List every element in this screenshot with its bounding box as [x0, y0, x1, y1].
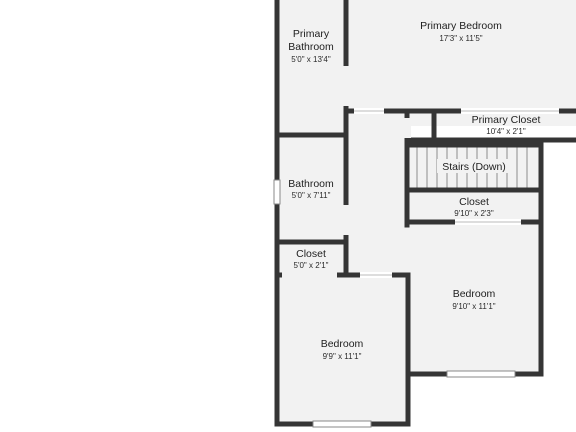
floor-main [277, 0, 576, 112]
door-primary-bath [343, 66, 349, 106]
door-hall-to-stairs [404, 118, 411, 138]
label-bedroom-left: Bedroom [321, 338, 364, 350]
floor-left-column [277, 110, 409, 426]
door-closet-left [282, 272, 337, 278]
window-bed-right [446, 370, 516, 378]
dim-bedroom-right: 9'10" x 11'1" [452, 302, 495, 311]
label-primary-bathroom-line1: Primary [293, 28, 330, 40]
window-bathroom [273, 179, 281, 205]
label-primary-closet: Primary Closet [472, 114, 541, 126]
room-labels: Primary Bathroom 5'0" x 13'4" Primary Be… [288, 20, 540, 361]
dim-bedroom-left: 9'9" x 11'1" [323, 352, 362, 361]
floor-areas [277, 0, 576, 426]
door-bathroom [343, 205, 349, 235]
label-bedroom-right: Bedroom [453, 288, 496, 300]
dim-closet-left: 5'0" x 2'1" [294, 261, 329, 270]
label-closet-left: Closet [296, 248, 326, 260]
label-primary-bedroom: Primary Bedroom [420, 20, 502, 32]
label-primary-bathroom-line2: Bathroom [288, 41, 334, 53]
dim-primary-bathroom: 5'0" x 13'4" [291, 55, 331, 64]
dim-closet-right: 9'10" x 2'3" [454, 209, 494, 218]
stairs-label-bg [437, 159, 511, 173]
door-bed-right [404, 232, 411, 266]
floor-right-lower [407, 140, 542, 376]
label-stairs: Stairs (Down) [442, 161, 506, 173]
dim-primary-bedroom: 17'3" x 11'5" [439, 34, 482, 43]
dim-primary-closet: 10'4" x 2'1" [486, 127, 526, 136]
label-bathroom: Bathroom [288, 178, 334, 190]
dim-bathroom: 5'0" x 7'11" [292, 191, 331, 200]
label-closet-right: Closet [459, 196, 489, 208]
openings [273, 66, 559, 428]
window-bed-left [312, 420, 372, 428]
